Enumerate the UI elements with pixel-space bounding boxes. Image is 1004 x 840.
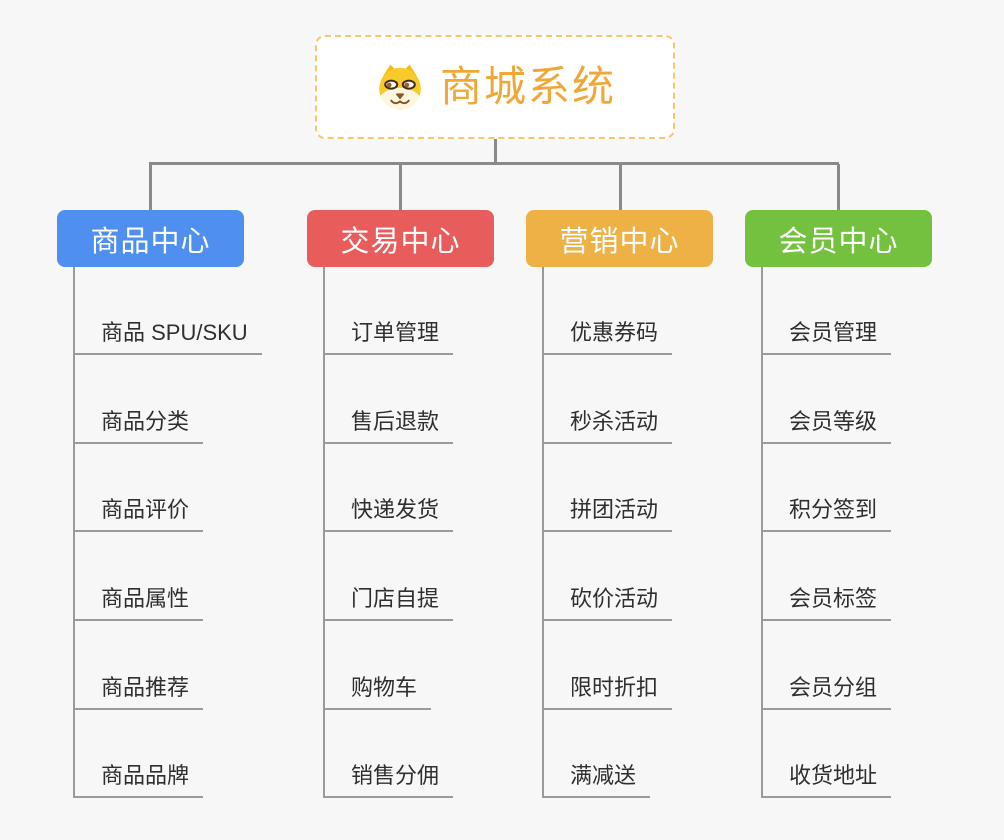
leaf-node[interactable]: 快递发货 <box>323 488 454 532</box>
branch-node-marketing-center[interactable]: 营销中心 <box>526 210 713 267</box>
leaf-node[interactable]: 订单管理 <box>323 311 454 355</box>
connector-drop-trade <box>399 164 402 210</box>
branch-children-marketing: 优惠券码 秒杀活动 拼团活动 砍价活动 限时折扣 满减送 <box>542 267 772 798</box>
leaf-node[interactable]: 商品品牌 <box>73 754 204 798</box>
leaf-node[interactable]: 商品 SPU/SKU <box>73 311 262 355</box>
leaf-node[interactable]: 砍价活动 <box>542 577 673 621</box>
branch-children-member: 会员管理 会员等级 积分签到 会员标签 会员分组 收货地址 <box>761 267 991 798</box>
leaf-node[interactable]: 拼团活动 <box>542 488 673 532</box>
leaf-node[interactable]: 秒杀活动 <box>542 400 673 444</box>
leaf-node[interactable]: 销售分佣 <box>323 754 454 798</box>
branch-label: 营销中心 <box>559 225 680 258</box>
leaf-node[interactable]: 积分签到 <box>761 488 892 532</box>
leaf-node[interactable]: 门店自提 <box>323 577 454 621</box>
leaf-node[interactable]: 限时折扣 <box>542 666 673 710</box>
root-title: 商城系统 <box>439 63 616 110</box>
leaf-node[interactable]: 售后退款 <box>323 400 454 444</box>
leaf-node[interactable]: 满减送 <box>542 754 651 798</box>
connector-bus <box>149 162 839 165</box>
leaf-node[interactable]: 会员管理 <box>761 311 892 355</box>
branch-children-product: 商品 SPU/SKU 商品分类 商品评价 商品属性 商品推荐 商品品牌 <box>73 267 303 798</box>
leaf-node[interactable]: 优惠券码 <box>542 311 673 355</box>
leaf-node[interactable]: 商品属性 <box>73 577 204 621</box>
leaf-node[interactable]: 商品评价 <box>73 488 204 532</box>
leaf-node[interactable]: 商品推荐 <box>73 666 204 710</box>
root-node-mall-system[interactable]: 商城系统 <box>315 35 675 139</box>
connector-drop-member <box>837 164 840 210</box>
leaf-node[interactable]: 会员标签 <box>761 577 892 621</box>
connector-drop-product <box>149 164 152 210</box>
leaf-node[interactable]: 会员等级 <box>761 400 892 444</box>
leaf-node[interactable]: 购物车 <box>323 666 432 710</box>
branch-node-member-center[interactable]: 会员中心 <box>745 210 932 267</box>
connector-root-drop <box>494 139 497 163</box>
branch-node-trade-center[interactable]: 交易中心 <box>307 210 494 267</box>
branch-label: 交易中心 <box>340 225 461 258</box>
connector-drop-marketing <box>619 164 622 210</box>
dog-icon <box>379 64 421 110</box>
branch-node-product-center[interactable]: 商品中心 <box>57 210 244 267</box>
leaf-node[interactable]: 商品分类 <box>73 400 204 444</box>
branch-label: 商品中心 <box>90 225 211 258</box>
branch-children-trade: 订单管理 售后退款 快递发货 门店自提 购物车 销售分佣 <box>323 267 553 798</box>
branch-label: 会员中心 <box>778 225 899 258</box>
leaf-node[interactable]: 会员分组 <box>761 666 892 710</box>
leaf-node[interactable]: 收货地址 <box>761 754 892 798</box>
